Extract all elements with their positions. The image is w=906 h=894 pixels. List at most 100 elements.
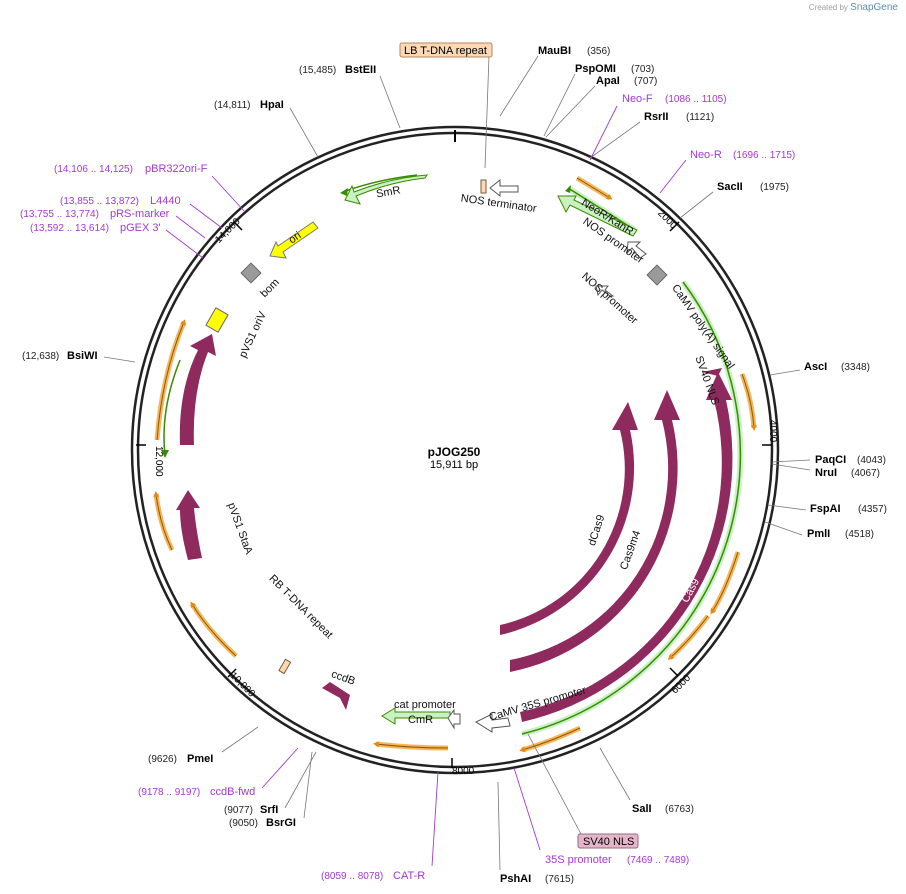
site-name: PmlI bbox=[807, 528, 830, 540]
site-name: ApaI bbox=[596, 75, 620, 87]
watermark-prefix: Created by bbox=[808, 3, 848, 12]
site-name: PaqCI bbox=[815, 454, 846, 466]
sv40-nls-tag bbox=[577, 833, 639, 849]
primer-name: pGEX 3' bbox=[120, 222, 161, 234]
arrowhead bbox=[161, 450, 169, 458]
primer-pos: (14,106 .. 14,125) bbox=[54, 164, 133, 175]
site-name: HpaI bbox=[260, 99, 284, 111]
primer-pos: (13,755 .. 13,774) bbox=[20, 209, 99, 220]
primer-name: Neo-R bbox=[690, 149, 722, 161]
cas9m4-label: Cas9m4 bbox=[618, 529, 643, 572]
other-features bbox=[205, 179, 668, 675]
primer-arc-line bbox=[710, 551, 739, 615]
tick-label: 2000 bbox=[655, 208, 679, 232]
tick-label: 8000 bbox=[452, 766, 475, 777]
rb-tdna-box bbox=[278, 658, 292, 675]
pvs1-oriv-label: pVS1 oriV bbox=[237, 309, 269, 360]
pvs1-oriv-box bbox=[205, 307, 229, 333]
site-pos: (14,811) bbox=[214, 100, 251, 111]
cat-promoter-arrow bbox=[447, 708, 461, 730]
cds-features bbox=[176, 334, 733, 722]
neor-kanr-arrow bbox=[557, 195, 638, 237]
site-name: PshAI bbox=[500, 873, 531, 885]
site-name: AscI bbox=[804, 361, 827, 373]
primer-pos: (1086 .. 1105) bbox=[665, 94, 727, 105]
site-pos: (4043) bbox=[857, 455, 886, 466]
pvs1-staa-arrow bbox=[176, 490, 202, 560]
bom-label: bom bbox=[258, 276, 282, 300]
primer-pos: (8059 .. 8078) bbox=[321, 871, 383, 882]
cat-promoter-label: cat promoter bbox=[394, 699, 456, 711]
primer-arc bbox=[154, 321, 187, 441]
nos-promoter-arrow-2 bbox=[595, 285, 615, 297]
site-pos: (356) bbox=[587, 46, 610, 57]
tick-label: 6000 bbox=[670, 672, 694, 696]
bom-box bbox=[240, 262, 262, 284]
primer-pos: (13,855 .. 13,872) bbox=[60, 196, 139, 207]
primer-pos: (13,592 .. 13,614) bbox=[30, 223, 109, 234]
marker-tracks bbox=[161, 174, 744, 737]
site-name: SrfI bbox=[260, 804, 278, 816]
primer-name: L4440 bbox=[150, 195, 181, 207]
site-pos: (15,485) bbox=[299, 65, 336, 76]
feature-track-smr bbox=[342, 174, 418, 193]
primer-name: pBR322ori-F bbox=[145, 163, 208, 175]
site-name: NruI bbox=[815, 467, 837, 479]
site-leaders bbox=[103, 55, 811, 871]
plasmid-length: 15,911 bp bbox=[430, 459, 478, 471]
plasmid-name: pJOG250 bbox=[428, 445, 481, 459]
arrowhead bbox=[565, 185, 571, 193]
site-name: FspAI bbox=[810, 503, 841, 515]
primer-arc-line bbox=[576, 177, 613, 200]
cmr-arrow bbox=[381, 707, 451, 725]
cas9m4-arrow bbox=[510, 390, 680, 672]
primer-name: pRS-marker bbox=[110, 208, 170, 220]
ori-label: ori bbox=[287, 229, 304, 246]
restriction-sites: MauBI (356) PspOMI (703) ApaI (707) RsrI… bbox=[22, 45, 887, 885]
nos-terminator-arrow bbox=[489, 178, 519, 198]
site-name: SacII bbox=[717, 181, 743, 193]
primer-arcs bbox=[153, 175, 757, 753]
primer-arc bbox=[739, 373, 757, 429]
site-name: BstEII bbox=[345, 64, 376, 76]
tick-10000 bbox=[227, 668, 237, 678]
primer-arc-line bbox=[190, 601, 237, 657]
ccdb-arrow bbox=[322, 682, 350, 710]
cmr-label: CmR bbox=[408, 714, 433, 726]
site-name: RsrII bbox=[644, 111, 668, 123]
smr-label: SmR bbox=[375, 184, 401, 200]
pvs1-repa-arrow bbox=[179, 334, 216, 445]
site-pos: (4067) bbox=[851, 468, 880, 479]
lb-tdna-box bbox=[480, 179, 487, 194]
tick-label: 4000 bbox=[767, 420, 778, 443]
site-name: BsiWI bbox=[67, 350, 98, 362]
site-pos: (3348) bbox=[841, 362, 870, 373]
primer-pos: (9178 .. 9197) bbox=[138, 787, 200, 798]
primer-arc bbox=[709, 551, 741, 614]
site-name: PmeI bbox=[187, 753, 213, 765]
marker-features bbox=[344, 174, 638, 725]
boxed-labels: LB T-DNA repeat SV40 NLS bbox=[399, 42, 639, 849]
ori-arrow bbox=[269, 221, 319, 259]
watermark: Created by SnapGene bbox=[809, 2, 898, 13]
primer-arc-line bbox=[741, 373, 757, 431]
primer-name: ccdB-fwd bbox=[210, 786, 255, 798]
camv-35s-arrow bbox=[474, 713, 511, 733]
rb-tdna-label: RB T-DNA repeat bbox=[266, 573, 334, 641]
feature-track-cas9-line bbox=[521, 281, 742, 735]
primer-name: Neo-F bbox=[622, 93, 653, 105]
site-pos: (6763) bbox=[665, 804, 694, 815]
site-pos: (12,638) bbox=[22, 351, 59, 362]
smr-arrow bbox=[344, 174, 428, 205]
tick-6000 bbox=[669, 667, 679, 677]
tick-2000 bbox=[669, 221, 680, 232]
site-name: BsrGI bbox=[266, 817, 296, 829]
site-name: MauBI bbox=[538, 45, 571, 57]
outline-features bbox=[447, 178, 647, 733]
primer-sites: Neo-F (1086 .. 1105) Neo-R (1696 .. 1715… bbox=[20, 93, 795, 882]
sv40-nls-mark bbox=[702, 368, 722, 376]
site-pos: (4518) bbox=[845, 529, 874, 540]
site-pos: (9077) bbox=[224, 805, 253, 816]
site-pos: (7615) bbox=[545, 874, 574, 885]
